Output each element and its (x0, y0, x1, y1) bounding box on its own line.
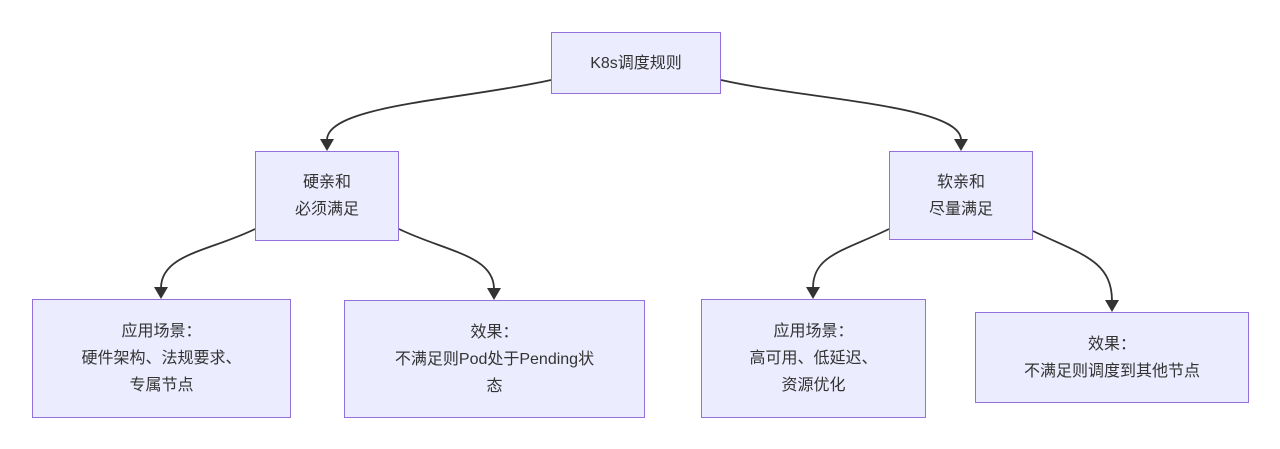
edge-root-to-soft-affinity (720, 79, 962, 141)
edge-hard-affinity-to-effect (398, 228, 495, 290)
node-k8s-scheduling-rules-label: K8s调度规则 (590, 54, 682, 72)
node-hard-affinity-label: 硬亲和 必须满足 (294, 174, 359, 218)
edge-soft-affinity-to-scenarios (812, 228, 890, 289)
edge-hard-affinity-to-scenarios (160, 228, 256, 289)
node-hard-affinity-scenarios-label: 应用场景： 硬件架构、法规要求、 专属节点 (81, 323, 242, 394)
node-k8s-scheduling-rules: K8s调度规则 (551, 32, 721, 94)
node-soft-affinity-label: 软亲和 尽量满足 (928, 173, 993, 218)
node-soft-affinity-effect: 效果： 不满足则调度到其他节点 (975, 312, 1249, 403)
arrowhead-soft-affinity (954, 139, 968, 151)
arrowhead-hard-affinity (320, 139, 334, 151)
node-soft-affinity-scenarios: 应用场景： 高可用、低延迟、 资源优化 (701, 299, 926, 418)
node-soft-affinity-effect-label: 效果： 不满足则调度到其他节点 (1023, 335, 1200, 380)
node-hard-affinity-scenarios: 应用场景： 硬件架构、法规要求、 专属节点 (32, 299, 291, 418)
node-soft-affinity-scenarios-label: 应用场景： 高可用、低延迟、 资源优化 (749, 323, 878, 394)
edge-root-to-hard-affinity (326, 79, 552, 141)
node-hard-affinity-effect: 效果： 不满足则Pod处于Pending状 态 (344, 300, 645, 418)
arrowhead-soft-effect (1105, 300, 1119, 312)
node-hard-affinity-effect-label: 效果： 不满足则Pod处于Pending状 态 (394, 323, 595, 395)
arrowhead-soft-scenarios (806, 287, 820, 299)
node-hard-affinity: 硬亲和 必须满足 (255, 151, 399, 241)
node-soft-affinity: 软亲和 尽量满足 (889, 151, 1033, 240)
arrowhead-hard-effect (487, 288, 501, 300)
arrowhead-hard-scenarios (154, 287, 168, 299)
edge-soft-affinity-to-effect (1032, 230, 1113, 302)
